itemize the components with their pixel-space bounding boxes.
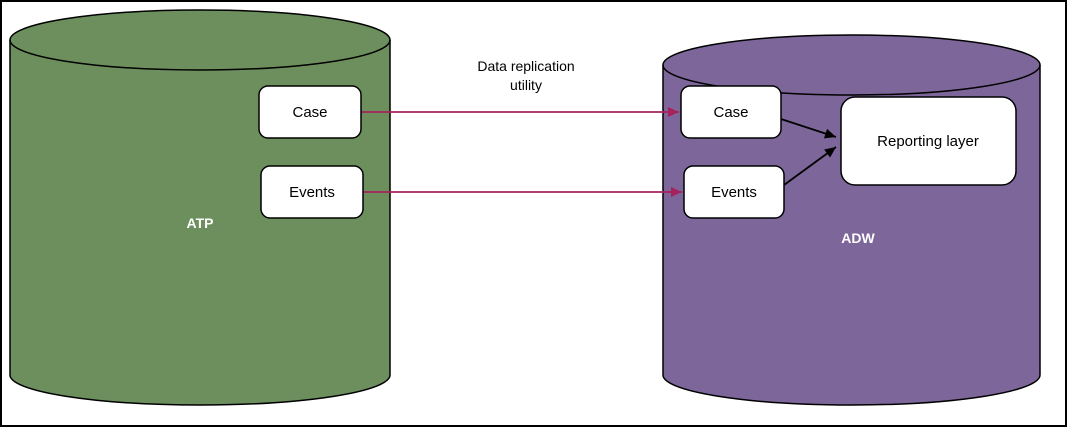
atp-case-label: Case (292, 104, 327, 121)
replication-label-line2: utility (510, 77, 542, 93)
atp-label: ATP (187, 215, 214, 231)
atp-events-box (260, 165, 364, 219)
atp-events-label: Events (289, 184, 335, 201)
atp-case-box (258, 85, 362, 139)
adw-events-label: Events (711, 184, 757, 201)
adw-cylinder-top-edge (662, 64, 1041, 96)
atp-events-node: Events (260, 165, 364, 219)
adw-case-node: Case (680, 85, 782, 139)
replication-label-line1: Data replication (477, 58, 574, 74)
adw-events-node: Events (683, 165, 785, 219)
case-to-reporting-arrow (780, 118, 837, 139)
adw-case-box (680, 85, 782, 139)
reporting-layer-label: Reporting layer (877, 133, 979, 150)
adw-case-label: Case (713, 104, 748, 121)
adw-events-box (683, 165, 785, 219)
adw-reporting-node: Reporting layer (840, 96, 1017, 186)
adw-label: ADW (841, 230, 875, 246)
atp-case-node: Case (258, 85, 362, 139)
replication-edges: Data replication utility (361, 58, 682, 197)
atp-cylinder-top-edge (9, 39, 391, 71)
adw-internal-edges (780, 118, 837, 186)
reporting-layer-box (840, 96, 1017, 186)
events-to-reporting-arrow (783, 146, 837, 186)
